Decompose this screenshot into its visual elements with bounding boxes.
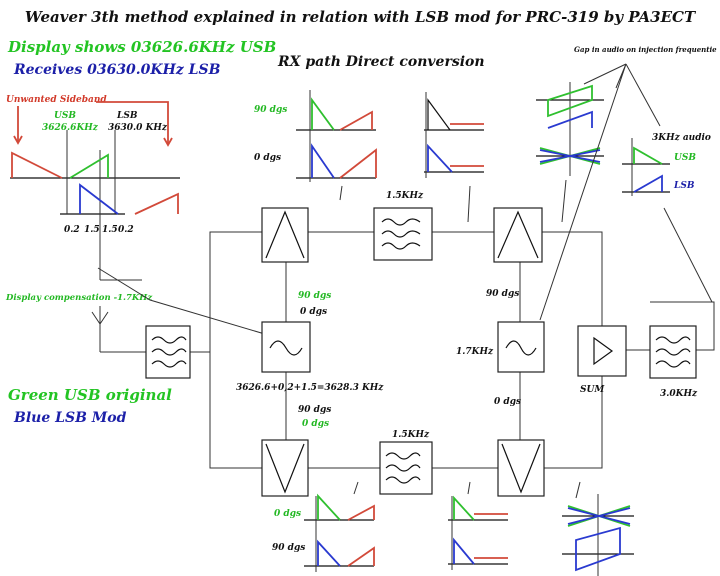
top-panel-red-2 — [339, 148, 377, 179]
red-sideband-right — [134, 192, 179, 215]
tr-blue-1 — [547, 110, 593, 129]
sum-amplifier-icon — [593, 336, 614, 366]
receives-label: Receives 03630.0KHz LSB — [13, 62, 221, 78]
br-blue-cross — [567, 507, 631, 525]
usb-label: USB — [54, 111, 76, 121]
usb-freq-label: 3626.6KHz — [42, 123, 99, 133]
bot-panel-blue — [317, 539, 341, 567]
bottom-filter-block — [379, 441, 433, 495]
bfo-freq-label: 1.7KHz — [456, 347, 494, 357]
tr-green-1 — [547, 84, 593, 118]
lo-sine-icon — [269, 340, 303, 356]
lsb-freq-label: 3630.0 KHz — [108, 123, 168, 133]
top-filter-label: 1.5KHz — [386, 191, 424, 201]
wire-to-bottom-mixer — [209, 352, 262, 469]
top-panel-90-label: 90 dgs — [254, 105, 287, 115]
lo-bottom-0-label: 0 dgs — [302, 419, 329, 429]
bottom-right-mixer-block — [497, 439, 545, 497]
audio-blue — [633, 174, 663, 193]
audio-filter-symbol — [655, 336, 691, 368]
bfo-90-label: 90 dgs — [486, 289, 519, 299]
green-usb-shape — [69, 153, 109, 179]
bot-filt-green — [453, 495, 475, 521]
wire-to-top-mixer — [190, 231, 262, 353]
top-filter-symbol — [381, 218, 421, 250]
top-filter-block — [373, 207, 433, 261]
unwanted-arrow-right — [96, 101, 169, 145]
top-panel-green — [311, 97, 335, 131]
legend-blue: Blue LSB Mod — [13, 410, 127, 426]
bottom-mixer-block — [261, 439, 309, 497]
bottom-mixer-symbol — [265, 443, 305, 494]
audio-filter-block — [649, 325, 697, 379]
bot-panel-red-1 — [347, 504, 375, 521]
sum-label: SUM — [580, 385, 605, 395]
bot-filt-blue — [453, 537, 475, 565]
display-compensation-label: Display compensation -1.7KHz — [5, 293, 152, 303]
tick-label-4: 0.2 — [118, 225, 134, 235]
bot-panel-0-label: 0 dgs — [274, 509, 301, 519]
top-mixer-symbol — [265, 210, 305, 259]
diagram-title: Weaver 3th method explained in relation … — [25, 8, 697, 26]
top-right-mixer-block — [493, 207, 543, 263]
tick-label-2: 1.5 — [84, 225, 100, 235]
input-filter-block — [145, 325, 191, 379]
top-panel-0-label: 0 dgs — [254, 153, 281, 163]
top-panel-blue — [311, 143, 335, 179]
top-panel-arrow — [339, 185, 343, 201]
tick-label-1: 0.2 — [64, 225, 80, 235]
tr-arrow — [561, 179, 567, 223]
tr-blue-cross — [539, 149, 601, 163]
top-filt-arrow — [467, 185, 471, 223]
legend-green: Green USB original — [8, 386, 172, 404]
audio-usb-label: USB — [674, 153, 696, 163]
bottom-mixer-to-sum — [544, 376, 603, 469]
tick-label-3: 1.5 — [102, 225, 118, 235]
output-wire — [650, 301, 715, 351]
input-filter-symbol — [151, 336, 187, 368]
audio-arrow — [663, 207, 713, 303]
bottom-right-mixer-symbol — [501, 443, 541, 494]
unwanted-arrowhead-right — [163, 137, 173, 147]
display-shows-label: Display shows 03626.6KHz USB — [7, 38, 276, 56]
br-blue-shape — [575, 526, 621, 572]
bot-panel-arrow — [353, 481, 359, 495]
audio-filter-label: 3.0KHz — [660, 389, 698, 399]
top-filt-blue — [427, 143, 453, 173]
lo-freq-label: 3626.6+0,2+1.5=3628.3 KHz — [236, 383, 384, 393]
rx-path-label: RX path Direct conversion — [277, 54, 485, 70]
unwanted-arrowhead-left — [13, 135, 23, 145]
audio-label: 3KHz audio — [652, 133, 711, 143]
blue-lsb-shape — [79, 183, 119, 215]
lo-90-label: 90 dgs — [298, 291, 331, 301]
lo-bottom-90-label: 90 dgs — [298, 405, 331, 415]
br-arrow — [575, 481, 581, 499]
top-mixer-to-sum — [542, 231, 603, 326]
top-mixer-block — [261, 207, 309, 263]
top-panel-red-1 — [339, 110, 373, 131]
audio-lsb-label: LSB — [673, 181, 695, 191]
bfo-sine-icon — [505, 340, 537, 356]
red-sideband-left — [11, 151, 63, 179]
top-filt-black — [427, 98, 451, 131]
bottom-filter-label: 1.5KHz — [392, 430, 430, 440]
lo-0-label: 0 dgs — [300, 307, 327, 317]
bot-panel-90-label: 90 dgs — [272, 543, 305, 553]
bot-filt-arrow — [467, 481, 471, 495]
unwanted-sideband-label: Unwanted Sideband — [6, 95, 107, 105]
bot-panel-green — [317, 493, 341, 521]
lsb-label: LSB — [116, 111, 138, 121]
sum-block — [577, 325, 627, 377]
bottom-filter-symbol — [385, 452, 421, 484]
bfo-0-label: 0 dgs — [494, 397, 521, 407]
antenna-symbol — [91, 311, 109, 325]
audio-green — [633, 146, 663, 165]
gap-note-arrows — [539, 63, 661, 321]
top-right-mixer-symbol — [497, 210, 539, 259]
gap-note: Gap in audio on injection frequentie — [574, 45, 717, 54]
comp-diagonal — [97, 267, 286, 341]
bot-panel-red-2 — [347, 546, 375, 567]
